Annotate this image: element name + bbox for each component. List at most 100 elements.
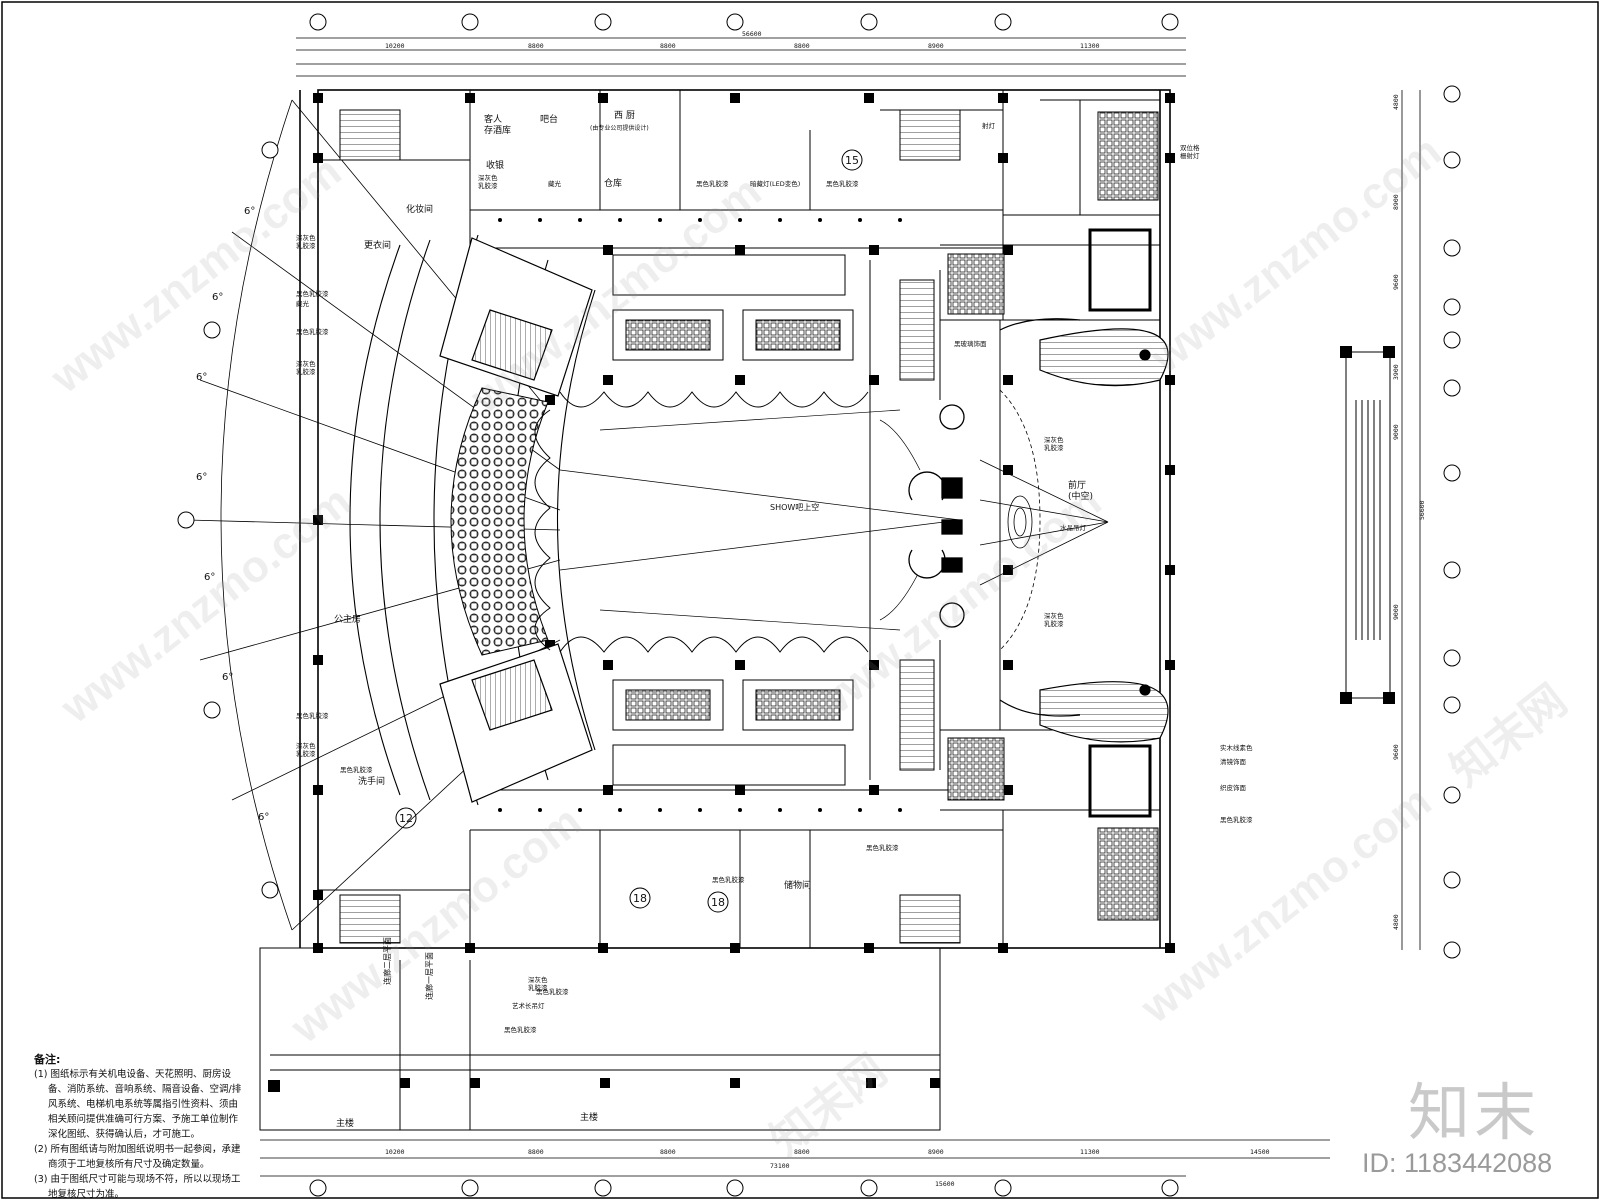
angle-2: 6° xyxy=(212,292,223,303)
label-cashier: 收银 xyxy=(486,159,504,171)
notes-heading: 备注: xyxy=(34,1053,61,1066)
dim-top-5: 8900 xyxy=(928,42,944,50)
material-black-1: 黑色乳胶漆 xyxy=(296,289,329,298)
dim-bottom-2: 8800 xyxy=(528,1148,544,1156)
dim-bottom-5: 8900 xyxy=(928,1148,944,1156)
label-corridor-1f: 连廊一层平面 xyxy=(424,952,434,1000)
label-makeup: 化妆间 xyxy=(406,203,433,215)
material-dark-grey-7: 深灰色乳胶漆 xyxy=(528,975,548,992)
dim-top-6: 11300 xyxy=(1080,42,1100,50)
dim-bottom-3: 8800 xyxy=(660,1148,676,1156)
axis-bubbles-right xyxy=(1443,85,1461,959)
dim-top-total: 56600 xyxy=(742,30,762,38)
note-2: (2) 所有图纸请与附加图纸说明书一起参阅，承建商须于工地复核所有尺寸及确定数量… xyxy=(34,1144,241,1170)
material-hidden-light-1: 藏光 xyxy=(296,299,310,308)
dim-right-total: 56600 xyxy=(1418,500,1426,520)
lattice-ceiling xyxy=(450,387,549,656)
dim-right-8: 4800 xyxy=(1392,914,1400,930)
vip-rooms xyxy=(439,237,593,803)
note-3: (3) 由于图纸尺寸可能与现场不符，所以以现场工地复核尺寸为准。 xyxy=(34,1174,241,1200)
dim-right-5: 9000 xyxy=(1392,424,1400,440)
material-black-7: 黑色乳胶漆 xyxy=(1220,815,1253,824)
material-dark-grey-2: 深灰色乳胶漆 xyxy=(296,359,316,376)
spiral-stairs xyxy=(999,318,1169,743)
interior-walls xyxy=(318,90,1160,948)
material-dark-grey-6: 深灰色乳胶漆 xyxy=(1044,611,1064,628)
material-mirror: 黑玻璃饰面 xyxy=(954,339,987,348)
material-black-2: 黑色乳胶漆 xyxy=(296,327,329,336)
dim-right-3: 9600 xyxy=(1392,274,1400,290)
axis-bubbles-top xyxy=(309,13,1179,31)
room-number-18b: 18 xyxy=(711,896,725,909)
material-leather: 织皮饰面 xyxy=(1220,783,1247,792)
label-princess: 公主房 xyxy=(334,613,361,625)
label-guest-wine: 客人存酒库 xyxy=(484,113,511,136)
material-dark-grey-5: 深灰色乳胶漆 xyxy=(1044,435,1064,452)
label-washroom: 洗手间 xyxy=(358,775,385,787)
dimension-top xyxy=(296,37,1186,77)
angle-3: 6° xyxy=(196,372,207,383)
private-room-ceilings xyxy=(612,254,854,786)
dim-bottom-6: 11300 xyxy=(1080,1148,1100,1156)
dim-top-4: 8800 xyxy=(794,42,810,50)
label-corridor-2f: 连廊二层平面 xyxy=(382,937,392,985)
dim-right-4: 3900 xyxy=(1392,364,1400,380)
material-black-10: 黑色乳胶漆 xyxy=(536,987,569,996)
material-dark-grey-1: 深灰色乳胶漆 xyxy=(296,233,316,250)
label-lobby: 前厅(中空) xyxy=(1068,479,1093,502)
dim-top-3: 8800 xyxy=(660,42,676,50)
material-spot: 射灯 xyxy=(982,121,996,130)
dim-bottom-1: 10200 xyxy=(385,1148,405,1156)
label-show-bar: SHOW吧上空 xyxy=(770,502,819,512)
stage-pillars xyxy=(908,404,965,628)
dim-bottom-7: 14500 xyxy=(1250,1148,1270,1156)
angle-4: 6° xyxy=(196,472,207,483)
room-number-18a: 18 xyxy=(633,892,647,905)
label-storage: 仓库 xyxy=(604,177,622,189)
label-store-room: 储物间 xyxy=(784,879,811,891)
material-led-light: 暗藏灯(LED变色) xyxy=(750,179,800,188)
dim-right-7: 9600 xyxy=(1392,744,1400,760)
material-black-8: 黑色乳胶漆 xyxy=(866,843,899,852)
material-dark-grey-4: 深灰色乳胶漆 xyxy=(478,173,498,190)
dim-bottom-4: 8800 xyxy=(794,1148,810,1156)
label-main-building-1: 主楼 xyxy=(336,1117,354,1129)
material-black-5: 黑色乳胶漆 xyxy=(696,179,729,188)
room-number-12: 12 xyxy=(399,812,413,825)
ceiling-lights xyxy=(498,218,902,812)
note-1: (1) 图纸标示有关机电设备、天花照明、厨房设备、消防系统、音响系统、隔音设备、… xyxy=(34,1069,242,1140)
material-black-11: 黑色乳胶漆 xyxy=(504,1025,537,1034)
label-west-kitchen: 西 厨 xyxy=(614,110,635,121)
dim-top-1: 10200 xyxy=(385,42,405,50)
material-double-spot: 双位格栅射灯 xyxy=(1180,143,1200,160)
image-id: ID: 1183442088 xyxy=(1362,1148,1553,1178)
axis-bubbles-bottom xyxy=(309,1179,1179,1197)
label-changing: 更衣间 xyxy=(364,239,391,251)
scallop-curtains xyxy=(534,391,869,653)
dim-right-1: 4800 xyxy=(1392,94,1400,110)
label-kitchen-note: (由专业公司提供设计) xyxy=(590,124,649,132)
dim-top-2: 8800 xyxy=(528,42,544,50)
room-numbers: 15 12 18 18 xyxy=(395,149,863,913)
show-bar-radials xyxy=(559,409,961,631)
drawing-notes: 备注: (1) 图纸标示有关机电设备、天花照明、厨房设备、消防系统、音响系统、隔… xyxy=(34,1052,244,1202)
label-main-building-2: 主楼 xyxy=(580,1111,598,1123)
angle-1: 6° xyxy=(244,206,255,217)
bottom-corridor xyxy=(259,947,941,1131)
material-hidden-light-2: 藏光 xyxy=(548,179,562,188)
material-black-6: 黑色乳胶漆 xyxy=(826,179,859,188)
angle-5: 6° xyxy=(204,572,215,583)
material-wood: 实木线素色 xyxy=(1220,743,1253,752)
material-art-lamp: 艺术长吊灯 xyxy=(512,1001,545,1010)
material-black-3: 黑色乳胶漆 xyxy=(296,711,329,720)
material-glass: 清镜饰面 xyxy=(1220,757,1247,766)
washroom-grids xyxy=(947,111,1159,921)
stair-cores xyxy=(339,109,961,944)
dimension-right xyxy=(1401,90,1421,950)
material-black-4: 黑色乳胶漆 xyxy=(340,765,373,774)
axis-bubbles-left xyxy=(177,141,279,899)
external-stair xyxy=(1345,351,1391,699)
angle-7: 6° xyxy=(258,812,269,823)
dim-bottom-sub: 15600 xyxy=(935,1180,955,1188)
material-chandelier: 水晶吊灯 xyxy=(1060,523,1087,532)
